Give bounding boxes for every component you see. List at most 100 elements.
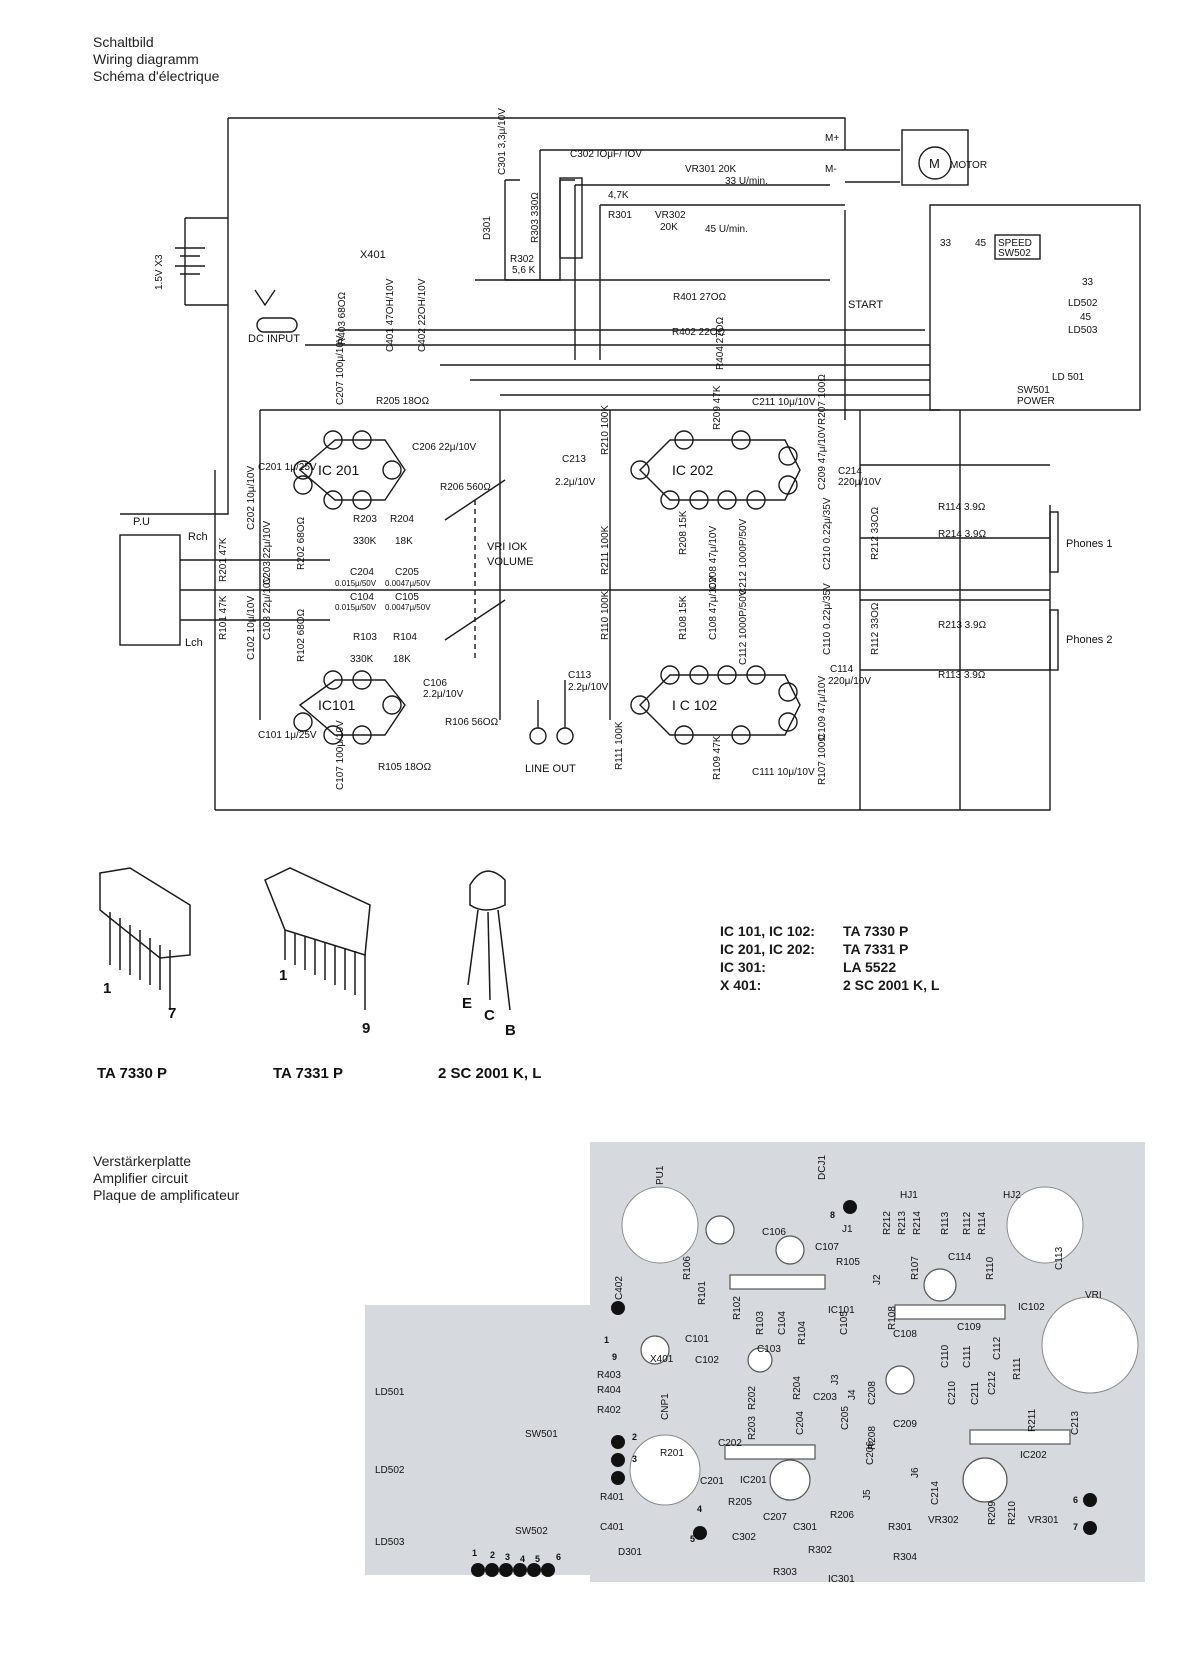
board-c109-label: C109	[957, 1322, 981, 1333]
package-ta7330-name: TA 7330 P	[97, 1065, 167, 1082]
c205-value: 0.0047μ/50V	[385, 579, 431, 588]
c207-label: C207 100μ/10V	[335, 335, 346, 405]
ic101-label: IC101	[318, 697, 356, 713]
board-r401-label: R401	[600, 1492, 624, 1503]
title-german: Schaltbild	[93, 34, 154, 50]
ic-table-part: TA 7330 P	[842, 923, 909, 939]
board-c204-label: C204	[795, 1411, 806, 1435]
board-r210-label: R210	[1007, 1501, 1018, 1525]
c107-label: C107 100μ/10V	[335, 720, 346, 790]
c114-label: C114	[830, 664, 854, 675]
board-x401-label: X401	[650, 1354, 674, 1365]
c101-label: C101 1μ/25V	[258, 730, 317, 741]
r202-label: R202 68OΩ	[296, 516, 307, 570]
r212-label: R212 33OΩ	[870, 506, 881, 560]
title-english: Wiring diagramm	[93, 51, 199, 67]
ic201-label: IC 201	[318, 462, 359, 478]
transistor-pin-e: E	[462, 995, 472, 1012]
board-c105-label: C105	[839, 1311, 850, 1335]
board-c302-label: C302	[732, 1532, 756, 1543]
ic-table-part: 2 SC 2001 K, L	[842, 977, 940, 993]
board-r214-label: R214	[912, 1211, 923, 1235]
pickup-label: P.U	[133, 516, 150, 528]
speed-switch-id: SW502	[998, 248, 1031, 259]
c212-label: C212 1000P/50V	[738, 518, 749, 595]
r208-label: R208 15K	[678, 510, 689, 555]
ic-table-row: X 401: 2 SC 2001 K, L	[720, 976, 967, 994]
r303-label: R303 330Ω	[530, 192, 541, 243]
board-c106-label: C106	[762, 1227, 786, 1238]
board-pad-1: 1	[604, 1335, 609, 1345]
board-c208-label: C208	[867, 1381, 878, 1405]
c301-label: C301 3,3μ/10V	[497, 108, 508, 175]
r204-label: R204	[390, 514, 414, 525]
ic-table-ref: IC 301:	[720, 959, 766, 975]
board-ic102-label: IC102	[1018, 1302, 1045, 1313]
board-ic202-label: IC202	[1020, 1450, 1047, 1461]
ic-table-ref: IC 101, IC 102:	[720, 923, 815, 939]
board-j1-label: J1	[842, 1224, 853, 1235]
speed-pos-45: 45	[975, 238, 987, 249]
ic-table-row: IC 201, IC 202:TA 7331 P	[720, 940, 967, 958]
c108-label: C108 47μ/10V	[708, 576, 719, 640]
c112-label: C112 1000P/50V	[738, 589, 749, 665]
board-c301-label: C301	[793, 1522, 817, 1533]
amplifier-board: PU1 DCJ1 HJ1 HJ2 VRI LD501 LD502 LD503 S…	[365, 1142, 1145, 1585]
r107-label: R107 100Ω	[817, 734, 828, 785]
transistor-pin-c: C	[484, 1007, 495, 1024]
board-ld502-label: LD502	[375, 1465, 405, 1476]
title-french: Schéma d'électrique	[93, 68, 220, 84]
r104-value: 18K	[393, 654, 411, 665]
board-pad-9: 9	[612, 1352, 617, 1362]
r210-label: R210 100K	[600, 405, 611, 455]
c211-label: C211 10μ/10V	[752, 397, 816, 408]
board-pad-4: 4	[697, 1504, 702, 1514]
board-r404-label: R404	[597, 1385, 621, 1396]
board-sw502-label: SW502	[515, 1526, 548, 1537]
board-vr302-label: VR302	[928, 1515, 959, 1526]
board-r106-label: R106	[682, 1256, 693, 1280]
r204-value: 18K	[395, 536, 413, 547]
board-c211-label: C211	[970, 1381, 981, 1405]
vr301-label: VR301 20K	[685, 164, 736, 175]
ic-table-ref: X 401:	[720, 977, 762, 993]
c214-label: C214	[838, 466, 862, 477]
ic-table-part: LA 5522	[842, 959, 897, 975]
r103-value: 330K	[350, 654, 374, 665]
board-r205-label: R205	[728, 1497, 752, 1508]
c113-value: 2.2μ/10V	[568, 682, 609, 693]
board-ld503-label: LD503	[375, 1537, 405, 1548]
board-r402-label: R402	[597, 1405, 621, 1416]
led-ld502-label: LD502	[1068, 298, 1098, 309]
board-edge-pad-3: 3	[505, 1552, 510, 1562]
board-r209-label: R209	[987, 1501, 998, 1525]
c204-label: C204	[350, 567, 374, 578]
board-r114-label: R114	[977, 1211, 988, 1235]
board-cnp1-label: CNP1	[660, 1393, 671, 1420]
c103-label: C103 22μ/10V	[262, 576, 273, 640]
c106-value: 2.2μ/10V	[423, 689, 464, 700]
c209-label: C209 47μ/10V	[817, 426, 828, 490]
r302-label: R302	[510, 254, 534, 265]
speed-switch-name: SPEED	[998, 238, 1032, 249]
line-out-label: LINE OUT	[525, 763, 576, 775]
r114-label: R114 3.9Ω	[938, 502, 986, 513]
r302-value: 5,6 K	[512, 265, 536, 276]
c104-value: 0.015μ/50V	[335, 603, 377, 612]
c202-label: C202 10μ/10V	[246, 466, 257, 530]
board-pad-6: 6	[1073, 1495, 1078, 1505]
board-r302-label: R302	[808, 1545, 832, 1556]
r101-label: R101 47K	[218, 595, 229, 640]
board-r206-label: R206	[830, 1510, 854, 1521]
board-c214-label: C214	[930, 1481, 941, 1505]
board-edge-pad-6: 6	[556, 1552, 561, 1562]
board-c401-label: C401	[600, 1522, 624, 1533]
board-c203-label: C203	[813, 1392, 837, 1403]
speed-pos-33: 33	[940, 238, 952, 249]
board-ic301-label: IC301	[828, 1574, 855, 1585]
r108-label: R108 15K	[678, 595, 689, 640]
transistor-pin-b: B	[505, 1022, 516, 1039]
board-r112-label: R112	[962, 1211, 973, 1235]
r104-label: R104	[393, 632, 417, 643]
board-c108-label: C108	[893, 1329, 917, 1340]
